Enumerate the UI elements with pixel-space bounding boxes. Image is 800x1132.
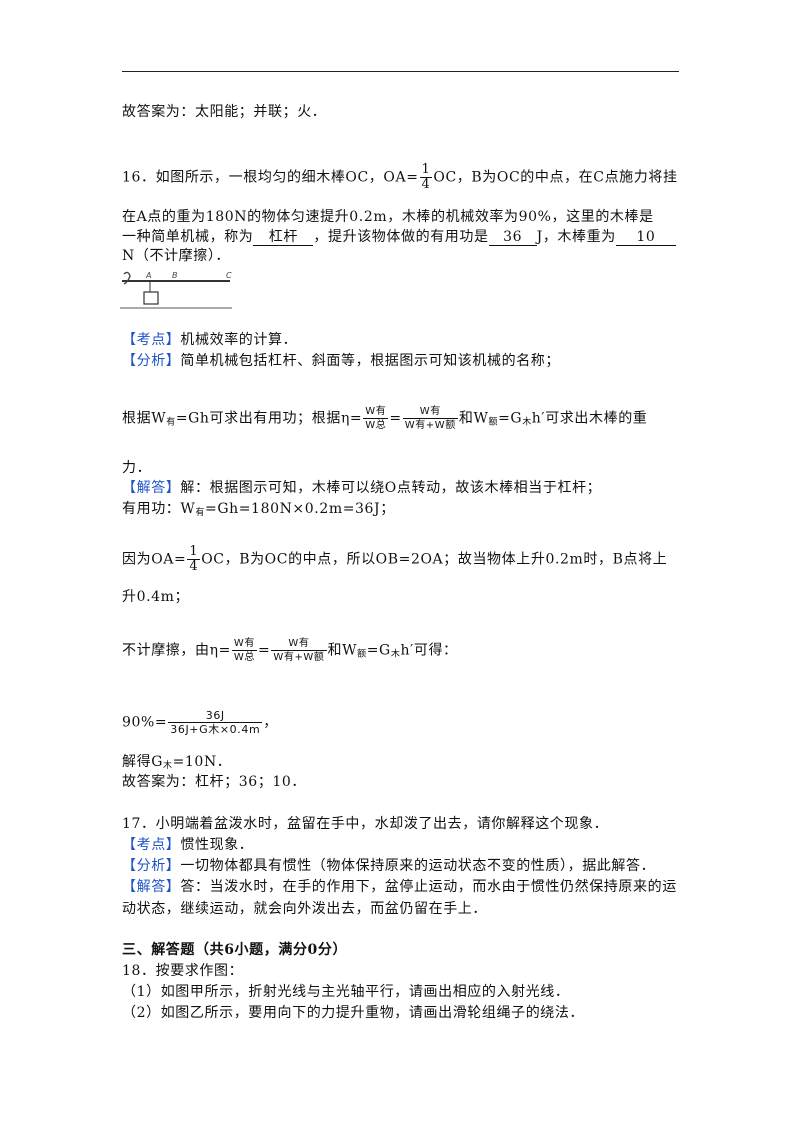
fig-label-b: B xyxy=(172,271,178,280)
tag-kaodian: 【考点】 xyxy=(122,332,181,348)
q17-jieda: 【解答】答：当泼水时，在手的作用下，盆停止运动，而水由于惯性仍然保持原来的运 xyxy=(122,879,677,895)
q18-stem: 18．按要求作图： xyxy=(122,963,244,979)
q16-fenxi-line-3: 力． xyxy=(122,460,152,476)
q16-line-2: 在A点的重为180N的物体匀速提升0.2m，木棒的机械效率为90%，这里的木棒是 xyxy=(122,209,654,225)
tag-fenxi-17: 【分析】 xyxy=(122,858,181,874)
q16-fenxi: 【分析】简单机械包括杠杆、斜面等，根据图示可知该机械的名称； xyxy=(122,353,561,369)
fig-label-c: C xyxy=(226,271,232,280)
q16-jieda: 【解答】解：根据图示可知，木棒可以绕O点转动，故该木棒相当于杠杆； xyxy=(122,480,602,496)
fig-label-a: A xyxy=(145,271,151,280)
section-heading: 三、解答题（共6小题，满分0分） xyxy=(122,942,348,958)
q16-jieda-line-2: 有用功：W有=Gh=180N×0.2m=36J； xyxy=(122,501,395,518)
q16-kaodian: 【考点】机械效率的计算． xyxy=(122,332,298,348)
q17-stem: 17．小明端着盆泼水时，盆留在手中，水却泼了出去，请你解释这个现象． xyxy=(122,816,609,832)
q18-sub-2: （2）如图乙所示，要用向下的力提升重物，请画出滑轮组绳子的绕法． xyxy=(122,1005,585,1021)
q17-kaodian: 【考点】惯性现象． xyxy=(122,837,254,853)
answer-blank-weight: 10 xyxy=(615,229,676,246)
answer-blank-work: 36 xyxy=(488,229,537,246)
q17-fenxi: 【分析】一切物体都具有惯性（物体保持原来的运动状态不变的性质），据此解答． xyxy=(122,858,656,874)
q16-jieda-line-4: 升0.4m； xyxy=(122,589,190,605)
q18-sub-1: （1）如图甲所示，折射光线与主光轴平行，请画出相应的入射光线． xyxy=(122,984,570,1000)
answer-blank-lever: 杠杆 xyxy=(253,229,314,246)
answer-15: 故答案为：太阳能；并联；火． xyxy=(122,104,327,120)
tag-fenxi: 【分析】 xyxy=(122,353,181,369)
tag-kaodian-17: 【考点】 xyxy=(122,837,181,853)
lever-figure: A B C xyxy=(120,271,232,309)
pivot-o-icon xyxy=(123,271,131,285)
q17-jieda-line-2: 动状态，继续运动，就会向外泼出去，而盆仍留在手上． xyxy=(122,901,487,917)
tag-jieda: 【解答】 xyxy=(122,480,181,496)
header-rule xyxy=(122,71,679,72)
q16-jieda-line-7: 解得G木=10N． xyxy=(122,754,232,771)
hanging-weight-icon xyxy=(143,291,159,305)
q16-line-4: N（不计摩擦）． xyxy=(122,248,231,264)
tag-jieda-17: 【解答】 xyxy=(122,879,181,895)
q16-answer: 故答案为：杠杆；36；10． xyxy=(122,774,307,790)
